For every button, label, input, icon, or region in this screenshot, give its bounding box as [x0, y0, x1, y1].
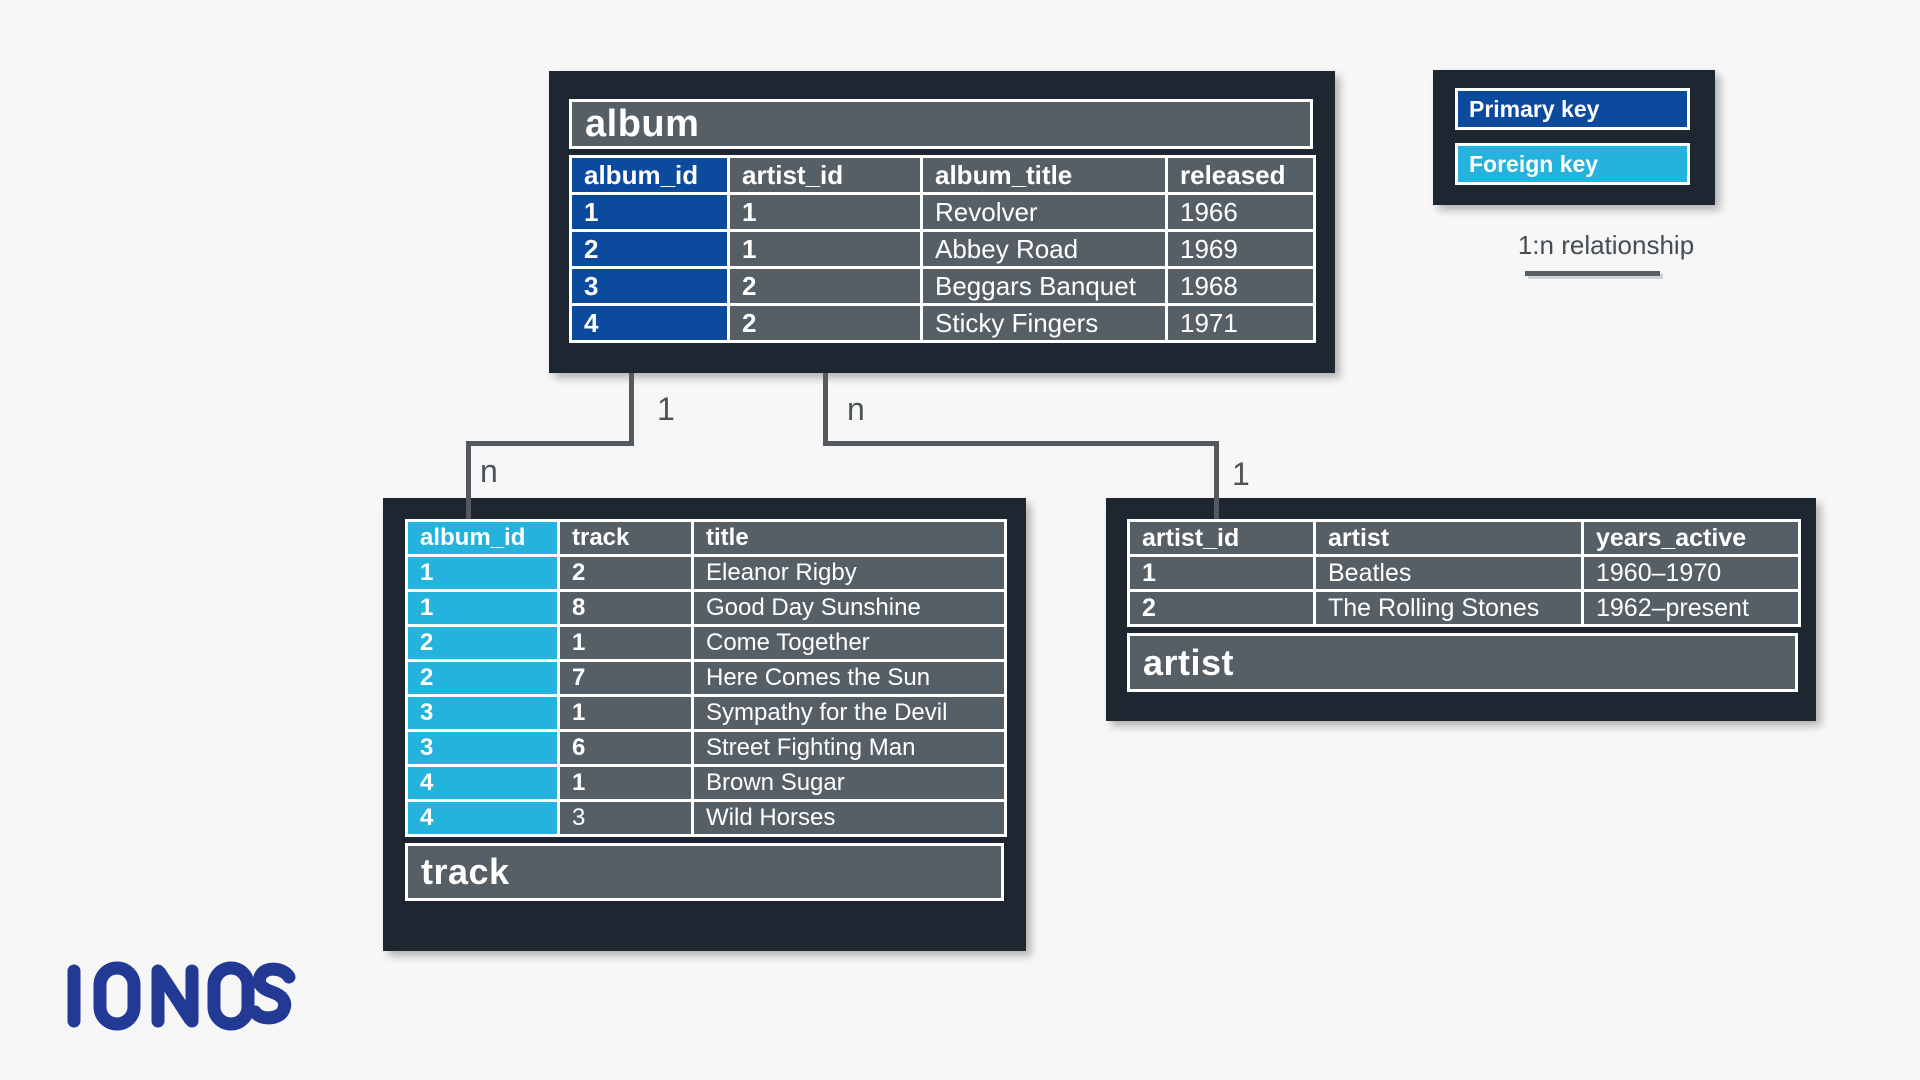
- table-cell: Street Fighting Man: [691, 729, 1007, 767]
- cardinality-label: 1: [1232, 456, 1250, 492]
- column-header-artist: artist: [1313, 519, 1584, 557]
- table-cell: 1968: [1165, 266, 1316, 306]
- table-row: 2 1 Abbey Road 1969: [569, 229, 1316, 269]
- table-cell: 1: [727, 192, 923, 232]
- column-header-years-active: years_active: [1581, 519, 1801, 557]
- column-header-title: title: [691, 519, 1007, 557]
- table-cell: 2: [727, 303, 923, 343]
- table-cell: 4: [405, 799, 560, 837]
- table-cell: Abbey Road: [920, 229, 1168, 269]
- table-cell: Beatles: [1313, 554, 1584, 592]
- table-cell: 2: [405, 624, 560, 662]
- column-header-album-id: album_id: [405, 519, 560, 557]
- table-cell: 6: [557, 729, 694, 767]
- table-cell: Eleanor Rigby: [691, 554, 1007, 592]
- table-cell: Good Day Sunshine: [691, 589, 1007, 627]
- table-cell: 3: [557, 799, 694, 837]
- legend-primary-key: Primary key: [1455, 88, 1690, 130]
- column-header-album-title: album_title: [920, 155, 1168, 195]
- table-row: 4 3 Wild Horses: [405, 799, 1007, 837]
- ionos-logo: [64, 960, 299, 1032]
- column-header-track: track: [557, 519, 694, 557]
- table-cell: 7: [557, 659, 694, 697]
- connector-album-artist-segment: [1214, 441, 1219, 519]
- cardinality-label: 1: [657, 391, 675, 427]
- table-cell: Revolver: [920, 192, 1168, 232]
- album-table-title: album: [569, 99, 1313, 149]
- column-header-artist-id: artist_id: [727, 155, 923, 195]
- relationship-caption: 1:n relationship: [1517, 230, 1695, 260]
- table-row: 1 8 Good Day Sunshine: [405, 589, 1007, 627]
- table-cell: 1969: [1165, 229, 1316, 269]
- table-cell: 1966: [1165, 192, 1316, 232]
- artist-table-frame: artist_id artist years_active 1 Beatles …: [1106, 498, 1816, 721]
- column-header-artist-id: artist_id: [1127, 519, 1316, 557]
- track-table: album_id track title 1 2 Eleanor Rigby 1…: [405, 519, 1007, 837]
- connector-album-artist-segment: [823, 373, 828, 446]
- table-cell: Beggars Banquet: [920, 266, 1168, 306]
- table-cell: The Rolling Stones: [1313, 589, 1584, 627]
- cardinality-label: n: [480, 453, 498, 489]
- table-cell: 3: [569, 266, 730, 306]
- table-row: 3 1 Sympathy for the Devil: [405, 694, 1007, 732]
- table-row: 3 6 Street Fighting Man: [405, 729, 1007, 767]
- table-cell: 8: [557, 589, 694, 627]
- table-cell: 1971: [1165, 303, 1316, 343]
- connector-album-track-segment: [466, 441, 471, 519]
- table-row: 2 7 Here Comes the Sun: [405, 659, 1007, 697]
- column-header-released: released: [1165, 155, 1316, 195]
- artist-header-row: artist_id artist years_active: [1127, 519, 1801, 557]
- table-cell: 4: [569, 303, 730, 343]
- table-cell: 2: [557, 554, 694, 592]
- table-cell: 1: [405, 589, 560, 627]
- track-header-row: album_id track title: [405, 519, 1007, 557]
- table-cell: 1: [1127, 554, 1316, 592]
- table-cell: 1: [557, 694, 694, 732]
- table-cell: Sticky Fingers: [920, 303, 1168, 343]
- table-cell: Sympathy for the Devil: [691, 694, 1007, 732]
- column-header-album-id: album_id: [569, 155, 730, 195]
- album-table: album_id artist_id album_title released …: [569, 155, 1316, 343]
- legend: Primary key Foreign key: [1433, 70, 1715, 205]
- table-cell: 1: [557, 624, 694, 662]
- table-row: 1 1 Revolver 1966: [569, 192, 1316, 232]
- table-cell: 3: [405, 729, 560, 767]
- table-row: 4 2 Sticky Fingers 1971: [569, 303, 1316, 343]
- table-cell: 2: [405, 659, 560, 697]
- table-row: 2 The Rolling Stones 1962–present: [1127, 589, 1801, 627]
- relationship-sample-line: [1525, 271, 1660, 276]
- table-cell: 1: [557, 764, 694, 802]
- album-header-row: album_id artist_id album_title released: [569, 155, 1316, 195]
- track-table-frame: album_id track title 1 2 Eleanor Rigby 1…: [383, 498, 1026, 951]
- table-cell: 2: [1127, 589, 1316, 627]
- table-row: 3 2 Beggars Banquet 1968: [569, 266, 1316, 306]
- cardinality-label: n: [847, 391, 865, 427]
- table-cell: 2: [727, 266, 923, 306]
- connector-album-track-segment: [466, 441, 634, 446]
- table-cell: Wild Horses: [691, 799, 1007, 837]
- table-row: 1 Beatles 1960–1970: [1127, 554, 1801, 592]
- table-cell: 1: [405, 554, 560, 592]
- table-cell: Come Together: [691, 624, 1007, 662]
- table-cell: 2: [569, 229, 730, 269]
- table-cell: 1: [569, 192, 730, 232]
- table-cell: 1: [727, 229, 923, 269]
- legend-foreign-key: Foreign key: [1455, 143, 1690, 185]
- table-cell: Here Comes the Sun: [691, 659, 1007, 697]
- connector-album-track-segment: [629, 373, 634, 446]
- artist-table-title: artist: [1127, 633, 1798, 692]
- table-cell: 3: [405, 694, 560, 732]
- album-table-frame: album album_id artist_id album_title rel…: [549, 71, 1335, 373]
- track-table-title: track: [405, 843, 1004, 901]
- table-cell: 1960–1970: [1581, 554, 1801, 592]
- table-cell: Brown Sugar: [691, 764, 1007, 802]
- table-cell: 4: [405, 764, 560, 802]
- connector-album-artist-segment: [823, 441, 1219, 446]
- table-cell: 1962–present: [1581, 589, 1801, 627]
- artist-table: artist_id artist years_active 1 Beatles …: [1127, 519, 1801, 627]
- table-row: 2 1 Come Together: [405, 624, 1007, 662]
- table-row: 1 2 Eleanor Rigby: [405, 554, 1007, 592]
- table-row: 4 1 Brown Sugar: [405, 764, 1007, 802]
